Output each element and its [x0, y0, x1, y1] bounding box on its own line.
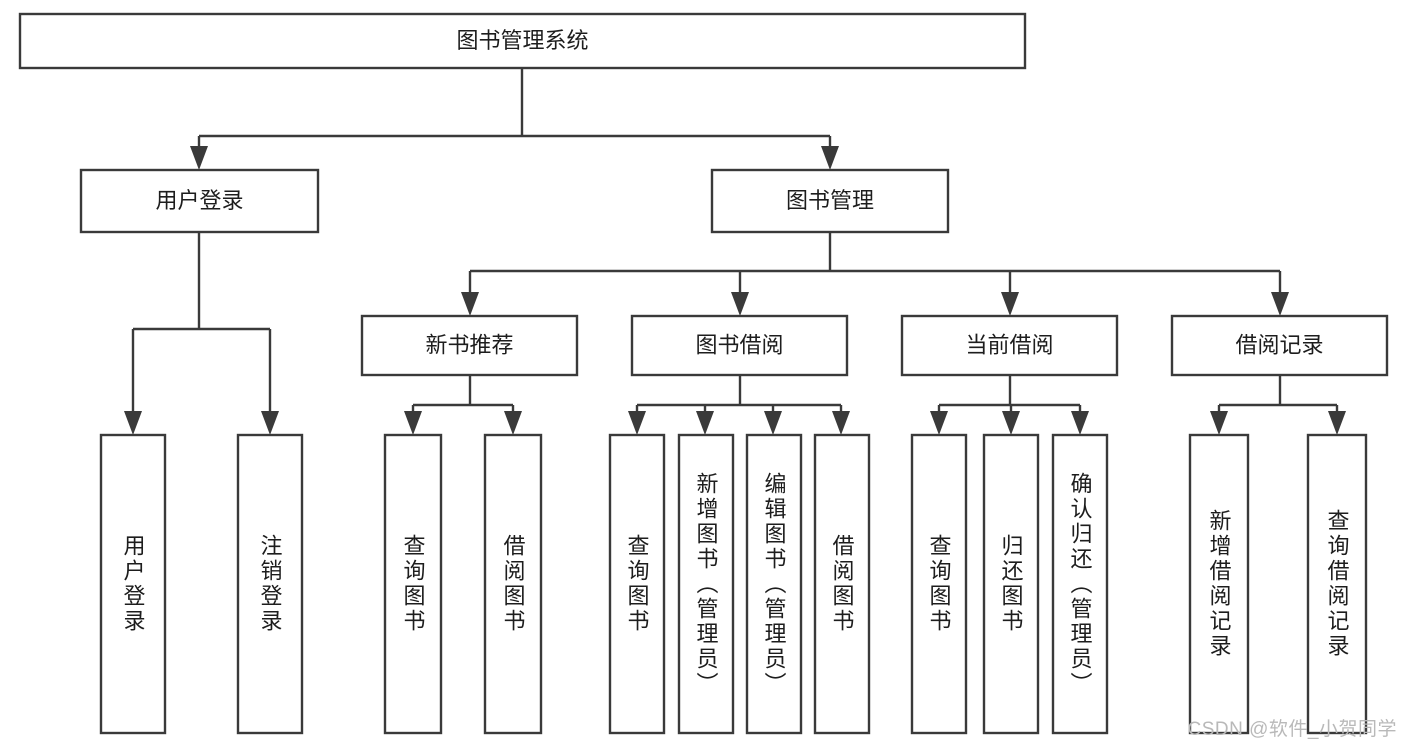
node-boxes-layer [18, 12, 1389, 735]
node-leaf-return-book-box[interactable] [982, 433, 1040, 735]
node-leaf-query-book-2-box[interactable] [608, 433, 666, 735]
node-leaf-query-book-1-box[interactable] [383, 433, 443, 735]
node-leaf-logout-box[interactable] [236, 433, 304, 735]
node-leaf-add-record-box[interactable] [1188, 433, 1250, 735]
arrow-head-icon [821, 146, 839, 170]
node-root-label: 图书管理系统 [456, 28, 588, 53]
node-new-book-recommend-label: 新书推荐 [425, 332, 513, 357]
arrow-head-icon [1328, 411, 1346, 435]
node-root-box[interactable] [18, 12, 1027, 70]
arrow-head-icon [832, 411, 850, 435]
node-user-login-label: 用户登录 [155, 188, 243, 213]
node-leaf-confirm-return-box[interactable] [1051, 433, 1109, 735]
node-leaf-borrow-book-2-box[interactable] [813, 433, 871, 735]
node-leaf-borrow-book-1-box[interactable] [483, 433, 543, 735]
arrow-head-icon [930, 411, 948, 435]
arrow-head-icon [1071, 411, 1089, 435]
arrow-head-icon [404, 411, 422, 435]
node-book-manage-label: 图书管理 [786, 188, 874, 213]
node-book-borrow-label: 图书借阅 [695, 332, 783, 357]
node-leaf-user-login-box[interactable] [99, 433, 167, 735]
arrow-head-icon [504, 411, 522, 435]
node-leaf-edit-book-box[interactable] [745, 433, 803, 735]
watermark-text: CSDN @软件_小贺同学 [1187, 719, 1397, 740]
connectors-layer [124, 68, 1346, 435]
node-user-login-box[interactable] [79, 168, 320, 234]
node-leaf-query-book-3-box[interactable] [910, 433, 968, 735]
arrow-head-icon [628, 411, 646, 435]
arrow-head-icon [124, 411, 142, 435]
arrow-head-icon [1002, 411, 1020, 435]
arrow-head-icon [1210, 411, 1228, 435]
node-book-borrow-box[interactable] [630, 314, 849, 377]
node-book-manage-box[interactable] [710, 168, 950, 234]
arrow-head-icon [1001, 292, 1019, 316]
arrow-head-icon [696, 411, 714, 435]
arrow-head-icon [731, 292, 749, 316]
arrow-head-icon [190, 146, 208, 170]
node-current-borrow-box[interactable] [900, 314, 1119, 377]
node-leaf-add-book-box[interactable] [677, 433, 735, 735]
arrow-head-icon [261, 411, 279, 435]
node-new-book-recommend-box[interactable] [360, 314, 579, 377]
node-borrow-record-label: 借阅记录 [1235, 332, 1323, 357]
arrow-head-icon [461, 292, 479, 316]
node-current-borrow-label: 当前借阅 [965, 332, 1053, 357]
arrow-head-icon [1271, 292, 1289, 316]
node-leaf-query-record-box[interactable] [1306, 433, 1368, 735]
arrow-head-icon [764, 411, 782, 435]
node-borrow-record-box[interactable] [1170, 314, 1389, 377]
